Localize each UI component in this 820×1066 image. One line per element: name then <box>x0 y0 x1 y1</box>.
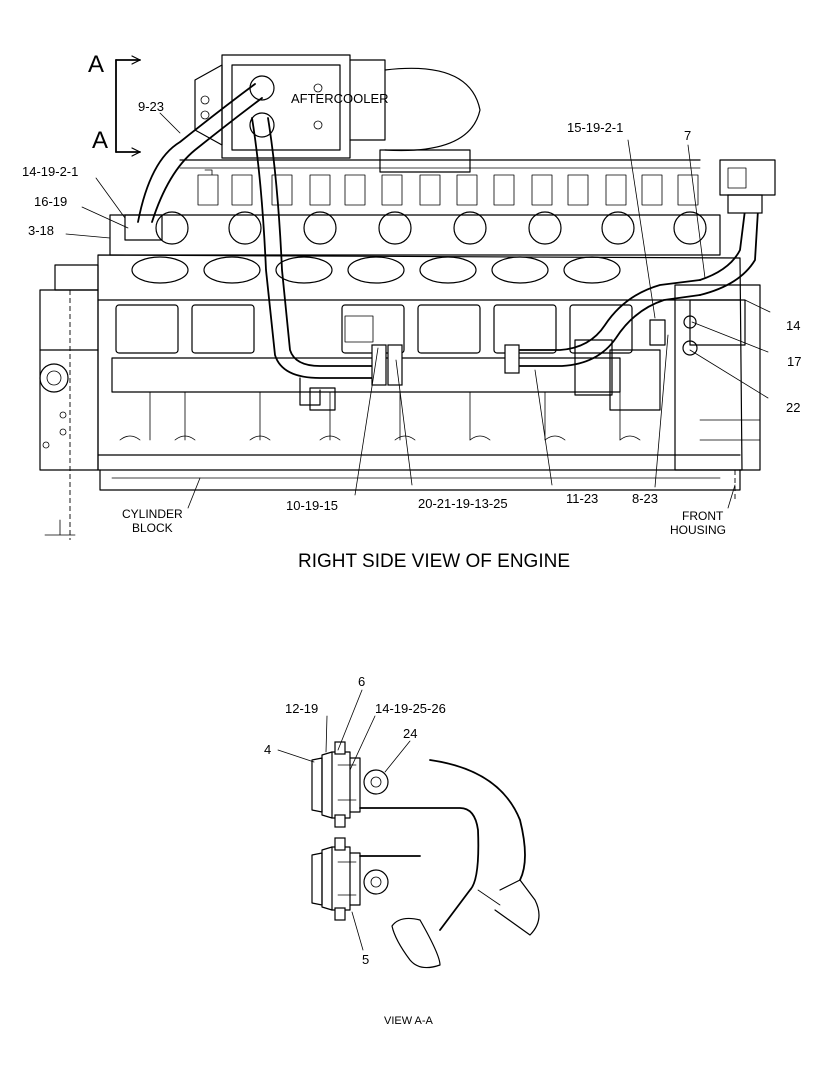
callout-14: 14 <box>786 318 800 333</box>
section-view-title: VIEW A-A <box>384 1015 434 1027</box>
section-marker <box>115 55 141 157</box>
section-view-drawing <box>311 741 540 969</box>
front-housing-label-line2: HOUSING <box>670 523 726 537</box>
callout-16-19: 16-19 <box>34 194 67 209</box>
callout-14-19-2-1-left: 14-19-2-1 <box>22 164 78 179</box>
leader-lines <box>65 112 771 509</box>
callout-10-19-15: 10-19-15 <box>286 498 338 513</box>
callout-8-23: 8-23 <box>632 491 658 506</box>
callout-11-23: 11-23 <box>566 491 598 506</box>
callout-5: 5 <box>362 952 369 967</box>
callout-4: 4 <box>264 742 271 757</box>
callout-24: 24 <box>403 726 417 741</box>
cylinder-block-label-line2: BLOCK <box>132 521 173 535</box>
callout-12-19: 12-19 <box>285 701 318 716</box>
main-view-title: RIGHT SIDE VIEW OF ENGINE <box>298 551 570 572</box>
callout-22: 22 <box>786 400 800 415</box>
callout-3-18: 3-18 <box>28 223 54 238</box>
aftercooler-label: AFTERCOOLER <box>291 91 389 106</box>
callout-7: 7 <box>684 128 691 143</box>
front-housing-label-line1: FRONT <box>682 509 724 523</box>
engine-drawing <box>39 54 776 540</box>
callout-14-19-25-26: 14-19-25-26 <box>375 701 446 716</box>
section-leader-lines <box>277 689 411 951</box>
cylinder-block-label-line1: CYLINDER <box>122 507 183 521</box>
callout-20-21-19-13-25: 20-21-19-13-25 <box>418 496 508 511</box>
section-marker-top: A <box>88 51 104 78</box>
callout-9-23: 9-23 <box>138 99 164 114</box>
section-marker-bottom: A <box>92 127 108 154</box>
callout-15-19-2-1: 15-19-2-1 <box>567 120 623 135</box>
callout-17: 17 <box>787 354 801 369</box>
callout-6: 6 <box>358 674 365 689</box>
